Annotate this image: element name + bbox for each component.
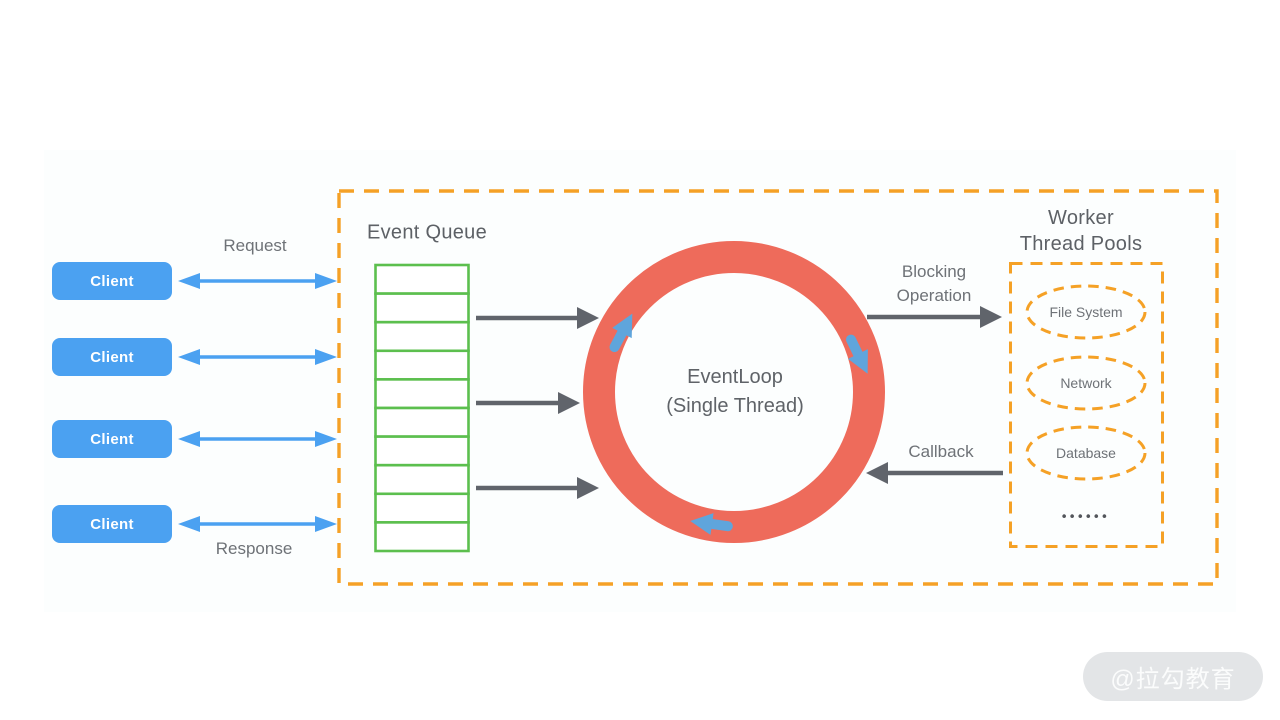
blocking-operation-label: Blocking Operation bbox=[897, 260, 972, 308]
client-label: Client bbox=[90, 515, 134, 533]
queue-cell bbox=[374, 435, 470, 467]
client-label: Client bbox=[90, 430, 134, 448]
event-queue-title: Event Queue bbox=[366, 221, 488, 244]
queue-cell bbox=[374, 378, 470, 410]
queue-cell bbox=[374, 492, 470, 524]
client-request-arrow-4 bbox=[178, 516, 337, 532]
client-request-arrow-2 bbox=[178, 349, 337, 365]
queue-cell bbox=[374, 463, 470, 496]
event-loop-ring bbox=[583, 241, 885, 543]
watermark-text: @拉勾教育 bbox=[1110, 666, 1236, 693]
pool-label-network: Network bbox=[1060, 375, 1112, 391]
pool-ellipse-file-system bbox=[1025, 284, 1147, 340]
queue-cell bbox=[374, 521, 470, 553]
rotation-arrow-icon bbox=[690, 513, 733, 535]
blocking-label-line2: Operation bbox=[896, 286, 972, 305]
queue-to-loop-arrow-3 bbox=[476, 477, 599, 499]
pool-label-database: Database bbox=[1056, 445, 1116, 461]
rotation-arrow-icon bbox=[609, 313, 633, 353]
callback-arrow bbox=[866, 462, 1003, 484]
queue-cell bbox=[374, 292, 470, 324]
event-queue-cells bbox=[374, 263, 470, 553]
client-box-2: Client bbox=[52, 338, 172, 376]
request-label: Request bbox=[223, 236, 287, 255]
rotation-arrow-icon bbox=[845, 334, 868, 374]
event-loop-title: EventLoop bbox=[687, 366, 783, 388]
client-box-4: Client bbox=[52, 505, 172, 543]
pool-ellipse-database bbox=[1025, 425, 1147, 481]
worker-title-line1: Worker bbox=[1048, 207, 1114, 229]
client-label: Client bbox=[90, 348, 134, 366]
slide-content-panel bbox=[44, 150, 1236, 612]
queue-cell bbox=[374, 263, 470, 295]
client-request-arrow-1 bbox=[178, 273, 337, 289]
more-pools-dots: •••••• bbox=[1061, 508, 1111, 524]
queue-to-loop-arrow-2 bbox=[476, 392, 580, 414]
worker-pools-dashed-box bbox=[1009, 262, 1164, 548]
blocking-operation-arrow bbox=[867, 306, 1002, 328]
worker-title-line2: Thread Pools bbox=[1019, 233, 1143, 255]
watermark-badge: @拉勾教育 bbox=[1083, 652, 1263, 701]
worker-pools-title: Worker Thread Pools bbox=[1020, 205, 1143, 257]
response-label: Response bbox=[215, 539, 293, 558]
main-boundary-dashed-box bbox=[337, 189, 1219, 586]
client-label: Client bbox=[90, 272, 134, 290]
event-loop-subtitle: (Single Thread) bbox=[666, 395, 804, 417]
callback-label: Callback bbox=[908, 442, 974, 461]
blocking-label-line1: Blocking bbox=[901, 262, 967, 281]
queue-cell bbox=[374, 349, 470, 381]
client-box-1: Client bbox=[52, 262, 172, 300]
pool-label-file-system: File System bbox=[1049, 304, 1123, 320]
queue-to-loop-arrow-1 bbox=[476, 307, 599, 329]
client-box-3: Client bbox=[52, 420, 172, 458]
queue-cell bbox=[374, 320, 470, 353]
event-loop-label: EventLoop (Single Thread) bbox=[666, 363, 803, 421]
pool-ellipse-network bbox=[1025, 355, 1147, 411]
queue-cell bbox=[374, 406, 470, 438]
client-request-arrow-3 bbox=[178, 431, 337, 447]
